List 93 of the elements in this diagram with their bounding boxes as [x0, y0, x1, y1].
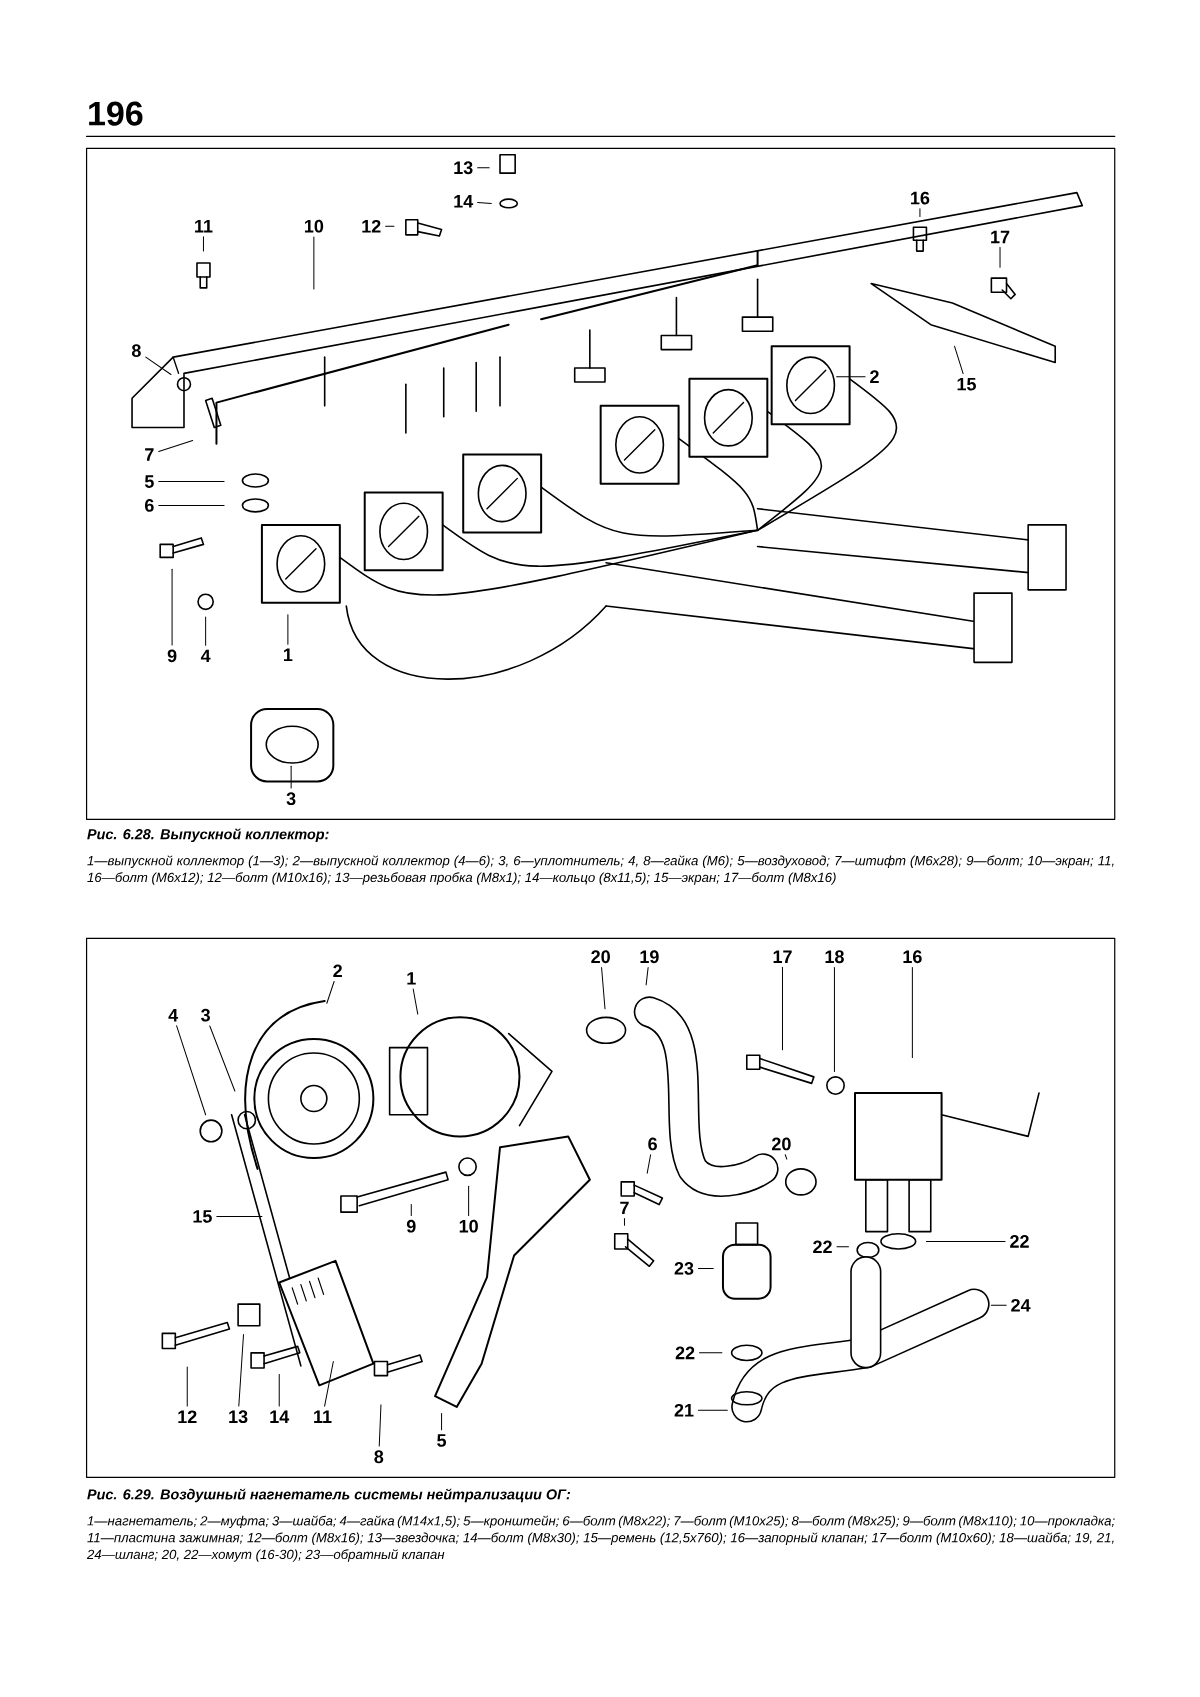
callout-number: 15 [193, 1210, 212, 1223]
figure-caption: Рис. 6.28. Выпускной коллектор: [87, 828, 329, 843]
leader-line [477, 201, 492, 204]
leader-line [623, 1217, 625, 1226]
callout-number: 2 [870, 370, 879, 383]
leader-line [836, 1246, 849, 1248]
leader-line [158, 481, 225, 483]
leader-line [287, 614, 289, 645]
leader-line [468, 1185, 469, 1216]
leader-line [209, 1025, 236, 1092]
figure-legend-text: 1—нагнетатель; 2—муфта; 3—шайба; 4—гайка (М14х1,5); 5—кронштейн; 6—болт (М8х22); 7—болт (М10х25); 8—болт (М8х25); 9—болт (М8х110); 10—прокладка; 11—пластина зажимная; 12—болт (М8х16); 13—звездочка; 14—болт (М8х30); 15—ремень (12,5х760); 16—запорный клапан; 17—болт (М10х60); 18—шайба; 19, 21, 24—шланг; 20, 22—хомут (16-30); 23—обратный клапан [86, 1515, 1115, 1562]
callout-number: 4 [200, 649, 211, 663]
leader-line [145, 356, 172, 375]
leader-line [477, 167, 490, 169]
callout-number: 12 [178, 1410, 197, 1423]
callout-number: 22 [675, 1346, 695, 1360]
leader-line [925, 1240, 1006, 1242]
leader-line [911, 967, 913, 1058]
callout-number: 2 [333, 964, 342, 978]
callout-number: 4 [168, 1009, 178, 1022]
leader-line [999, 247, 1001, 268]
callout-number: 22 [1010, 1235, 1029, 1248]
callout-number: 3 [286, 792, 296, 806]
figure-caption: Рис. 6.29. Воздушный нагнетатель системы нейтрализации ОГ: [87, 1488, 570, 1503]
callout-number: 1 [283, 648, 293, 661]
leader-line [953, 345, 964, 375]
callout-number: 14 [270, 1410, 290, 1423]
leader-line [216, 1216, 263, 1217]
leader-line [238, 1333, 244, 1407]
callout-number: 16 [910, 191, 930, 205]
leader-line [698, 1352, 723, 1354]
leader-line [176, 1025, 206, 1116]
leader-line [385, 225, 395, 227]
callout-number: 1 [407, 972, 416, 985]
leader-line [646, 1154, 651, 1174]
leader-line [919, 208, 921, 217]
leader-line [600, 967, 606, 1010]
callout-number: 9 [167, 649, 177, 663]
leader-line [412, 988, 419, 1015]
leader-line [990, 1304, 1007, 1306]
callout-number: 23 [674, 1262, 694, 1275]
leader-line [697, 1409, 728, 1411]
callout-number: 8 [374, 1450, 384, 1464]
callout-number: 19 [640, 950, 659, 964]
leader-line [697, 1267, 714, 1269]
leader-line [440, 1412, 442, 1431]
leader-line [410, 1204, 412, 1216]
figure-legend-text: 1—выпускной коллектор (1—3); 2—выпускной коллектор (4—6); 3, 6—уплотнитель; 4, 8—гайка (М6); 5—воздуховод; 7—штифт (М6х28); 9—болт; 10—экран; 11, 16—болт (М6х12); 12—болт (М10х16); 13—резьбовая пробка (М8х1); 14—кольцо (8х11,5); 15—экран; 17—болт (М8х16) [87, 855, 1114, 885]
leader-line [645, 967, 649, 986]
callout-number: 13 [454, 161, 473, 175]
leader-line [290, 765, 292, 789]
leader-line [326, 981, 335, 1004]
leader-line [781, 966, 783, 1051]
callout-number: 8 [131, 344, 141, 358]
leader-line [205, 616, 206, 646]
leader-line [158, 440, 194, 452]
leader-line [833, 967, 835, 1072]
callout-number: 10 [459, 1219, 478, 1233]
callout-number: 5 [437, 1434, 446, 1447]
callout-number: 17 [773, 950, 792, 963]
callout-number: 20 [591, 950, 610, 964]
callout-number: 11 [194, 220, 213, 233]
callout-number: 7 [145, 448, 154, 461]
callout-number: 6 [144, 499, 154, 512]
leader-line [186, 1366, 188, 1407]
callout-number: 18 [825, 950, 844, 964]
callout-number: 7 [620, 1201, 629, 1214]
leader-line [278, 1374, 280, 1407]
callout-number: 11 [314, 1410, 332, 1423]
callout-number: 22 [813, 1240, 832, 1254]
leader-line [378, 1404, 382, 1447]
callout-number: 12 [362, 219, 381, 233]
callout-number: 16 [903, 950, 922, 964]
leader-line [324, 1361, 334, 1407]
callout-number: 17 [991, 230, 1010, 244]
callout-number: 9 [406, 1219, 416, 1233]
callout-number: 3 [200, 1008, 210, 1022]
leader-line [313, 236, 315, 290]
callout-number: 10 [304, 219, 324, 233]
page-number: 196 [89, 101, 143, 126]
callout-number: 5 [144, 475, 154, 488]
leader-line [171, 568, 173, 646]
leader-line [836, 376, 866, 378]
leader-line [158, 504, 225, 506]
callout-number: 24 [1011, 1298, 1031, 1312]
callout-number: 6 [648, 1137, 657, 1151]
leader-line [202, 236, 204, 252]
callout-number: 20 [771, 1137, 791, 1151]
callout-number: 21 [674, 1403, 694, 1417]
callout-number: 15 [957, 377, 976, 391]
callout-number: 14 [454, 195, 473, 208]
callout-number: 13 [229, 1410, 248, 1424]
leader-line [784, 1154, 788, 1160]
